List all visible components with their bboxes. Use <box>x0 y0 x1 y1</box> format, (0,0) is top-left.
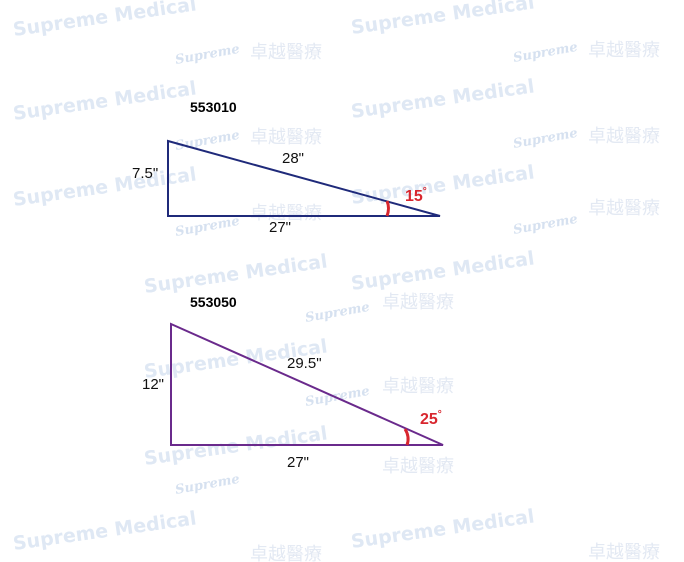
watermark-cjk: 卓越醫療 <box>588 198 660 219</box>
watermark-logo: Supreme <box>512 212 579 238</box>
watermark-cjk: 卓越醫療 <box>382 292 454 313</box>
angle-value: 25 <box>420 411 438 428</box>
angle-label: 15° <box>405 186 427 205</box>
product-code: 553050 <box>190 294 237 310</box>
triangle-553050: 553050 12" 29.5" 27" 25° <box>142 294 444 471</box>
product-code: 553010 <box>190 99 237 115</box>
watermark-text: Supreme Medical <box>12 163 198 211</box>
angle-arc <box>385 200 390 217</box>
watermark-text: Supreme Medical <box>350 0 536 39</box>
angle-unit: ° <box>423 186 427 197</box>
watermark-text: Supreme Medical <box>350 247 536 295</box>
hypotenuse-label: 29.5" <box>287 355 322 372</box>
watermark-cjk: 卓越醫療 <box>382 456 454 477</box>
watermark-cjk: 卓越醫療 <box>250 127 322 148</box>
angle-unit: ° <box>438 409 442 420</box>
triangle-shape <box>170 322 444 446</box>
watermark-text: Supreme Medical <box>143 250 329 298</box>
watermark-logo: Supreme <box>304 300 371 326</box>
watermark-cjk: 卓越醫療 <box>588 40 660 61</box>
watermark-logo: Supreme <box>174 42 241 68</box>
watermark-text: Supreme Medical <box>12 77 198 125</box>
watermark-cjk: 卓越醫療 <box>250 203 322 224</box>
watermark-cjk: 卓越醫療 <box>588 542 660 562</box>
watermark-logo: Supreme <box>174 472 241 498</box>
watermark-logo: Supreme <box>512 40 579 66</box>
triangle-553010: 553010 7.5" 28" 27" 15° <box>132 99 441 236</box>
watermark-text: Supreme Medical <box>350 75 536 123</box>
height-label: 12" <box>142 376 164 393</box>
angle-label: 25° <box>420 409 442 428</box>
watermark-text: Supreme Medical <box>350 505 536 553</box>
watermark-cjk: 卓越醫療 <box>588 126 660 147</box>
watermark-cjk: 卓越醫療 <box>250 42 322 63</box>
angle-value: 15 <box>405 188 423 205</box>
watermark-logo: Supreme <box>512 126 579 152</box>
watermark-text: Supreme Medical <box>12 507 198 555</box>
hypotenuse-label: 28" <box>282 150 304 167</box>
watermark-layer: Supreme Medical Supreme Medical Supreme … <box>12 0 660 562</box>
height-label: 7.5" <box>132 165 158 182</box>
watermark-logo: Supreme <box>174 214 241 240</box>
watermark-text: Supreme Medical <box>350 161 536 209</box>
watermark-logo: Supreme <box>174 128 241 154</box>
watermark-cjk: 卓越醫療 <box>250 544 322 562</box>
angle-arc <box>403 428 410 446</box>
watermark-text: Supreme Medical <box>12 0 198 41</box>
base-label: 27" <box>269 219 291 236</box>
triangle-shape <box>167 139 441 217</box>
watermark-cjk: 卓越醫療 <box>382 376 454 397</box>
base-label: 27" <box>287 454 309 471</box>
